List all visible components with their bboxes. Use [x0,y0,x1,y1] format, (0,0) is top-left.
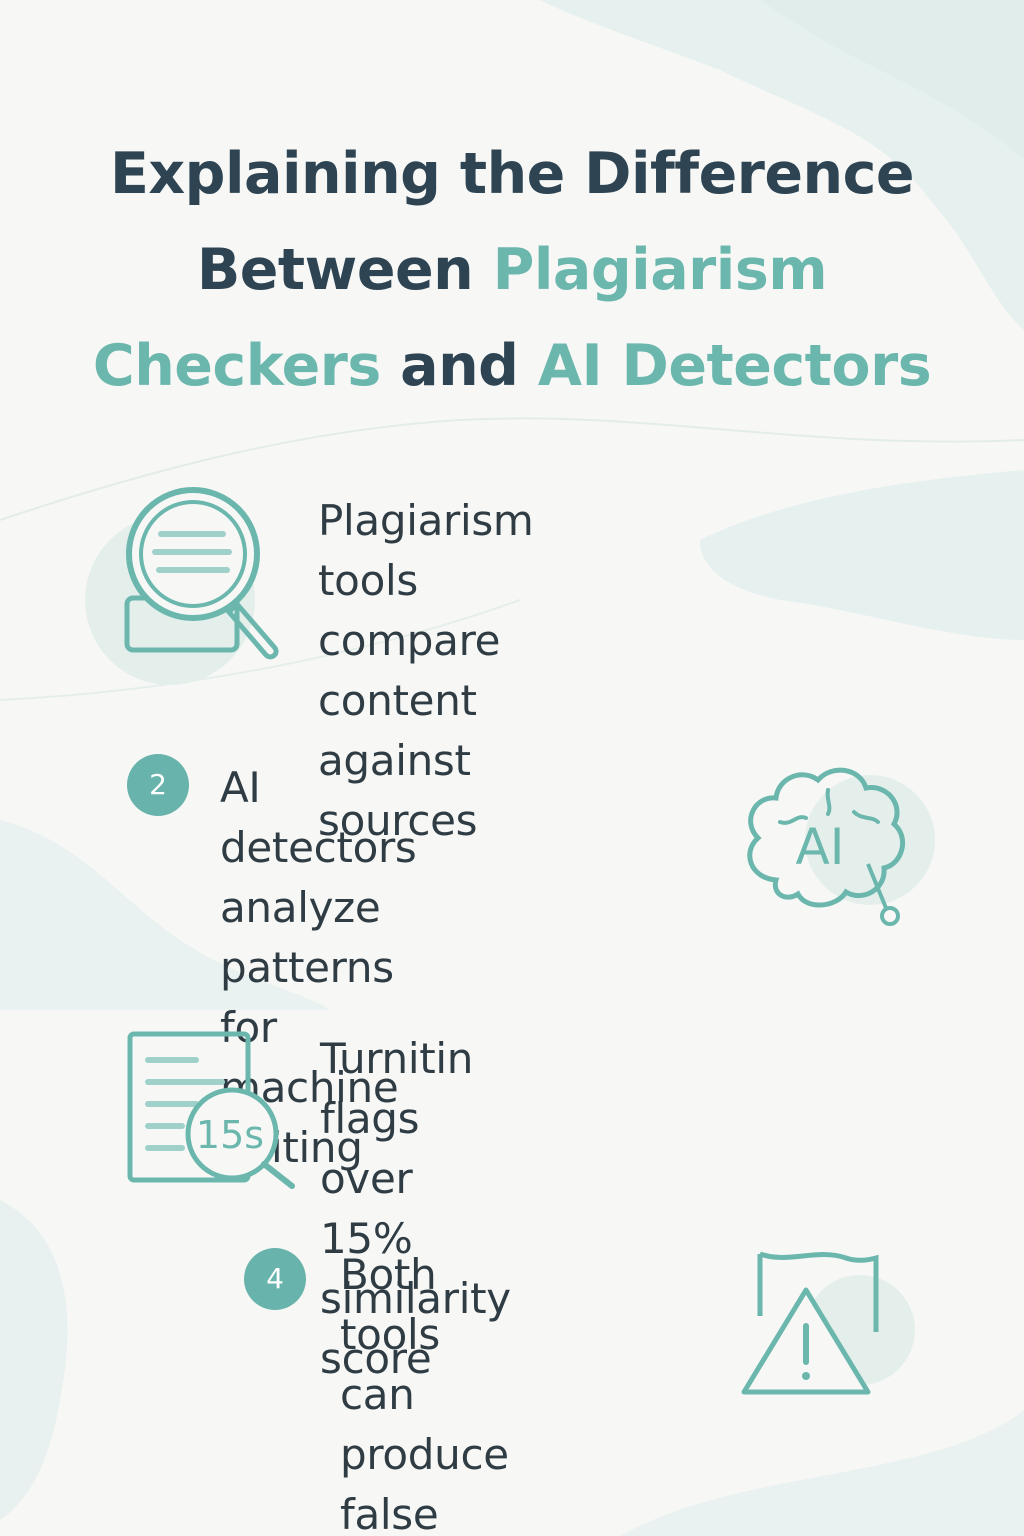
document-score-icon: 15s [127,1031,295,1189]
left-lower-blob [0,1200,68,1520]
item-1-line-1: Plagiarism tools [318,496,534,605]
bottom-right-blob [620,1410,1024,1536]
title-line-2-accent: Plagiarism [492,237,828,303]
item-3-text: Turnitin flags over 15% similarity score [320,1029,511,1389]
magnifier-document-icon [124,487,279,660]
item-1-text: Plagiarism tools compare content against… [318,491,534,851]
top-right-blob [540,0,1024,330]
item-2-line-1: AI detectors analyze [220,763,417,932]
right-middle-blob [700,470,1024,640]
title-line-1: Explaining the Difference [109,141,915,207]
title-line-3-dark: and [380,333,538,399]
page-title: Explaining the Difference Between Plagia… [62,126,962,414]
item-2-number-badge: 2 [127,754,189,816]
ai-brain-icon: AI [747,767,906,926]
title-line-3-accent-1: Checkers [92,333,381,399]
item-3-line-2: 15% similarity score [320,1214,511,1383]
title-line-3-accent-2: AI Detectors [537,333,932,399]
item-4-number-badge: 4 [244,1248,306,1310]
faint-curve-2 [0,599,521,701]
faint-curve-1 [0,417,1024,521]
item-4-line-2: produce false [340,1430,509,1536]
title-line-2-dark: Between [196,237,493,303]
item-1-line-2: compare content [318,616,501,725]
item-4-line-1: Both tools can [340,1250,440,1419]
item-1-line-3: against sources [318,736,478,845]
item-3-line-1: Turnitin flags over [320,1034,474,1203]
top-right-blob-inner [760,0,1024,160]
document-score-icon-label: 15s [196,1113,264,1157]
warning-flag-icon [741,1251,879,1395]
ai-brain-icon-label: AI [796,818,845,876]
icon-bg-circle-2 [805,775,935,905]
left-wave-blob [0,820,330,1010]
item-4-text: Both tools can produce false positives [340,1245,524,1536]
